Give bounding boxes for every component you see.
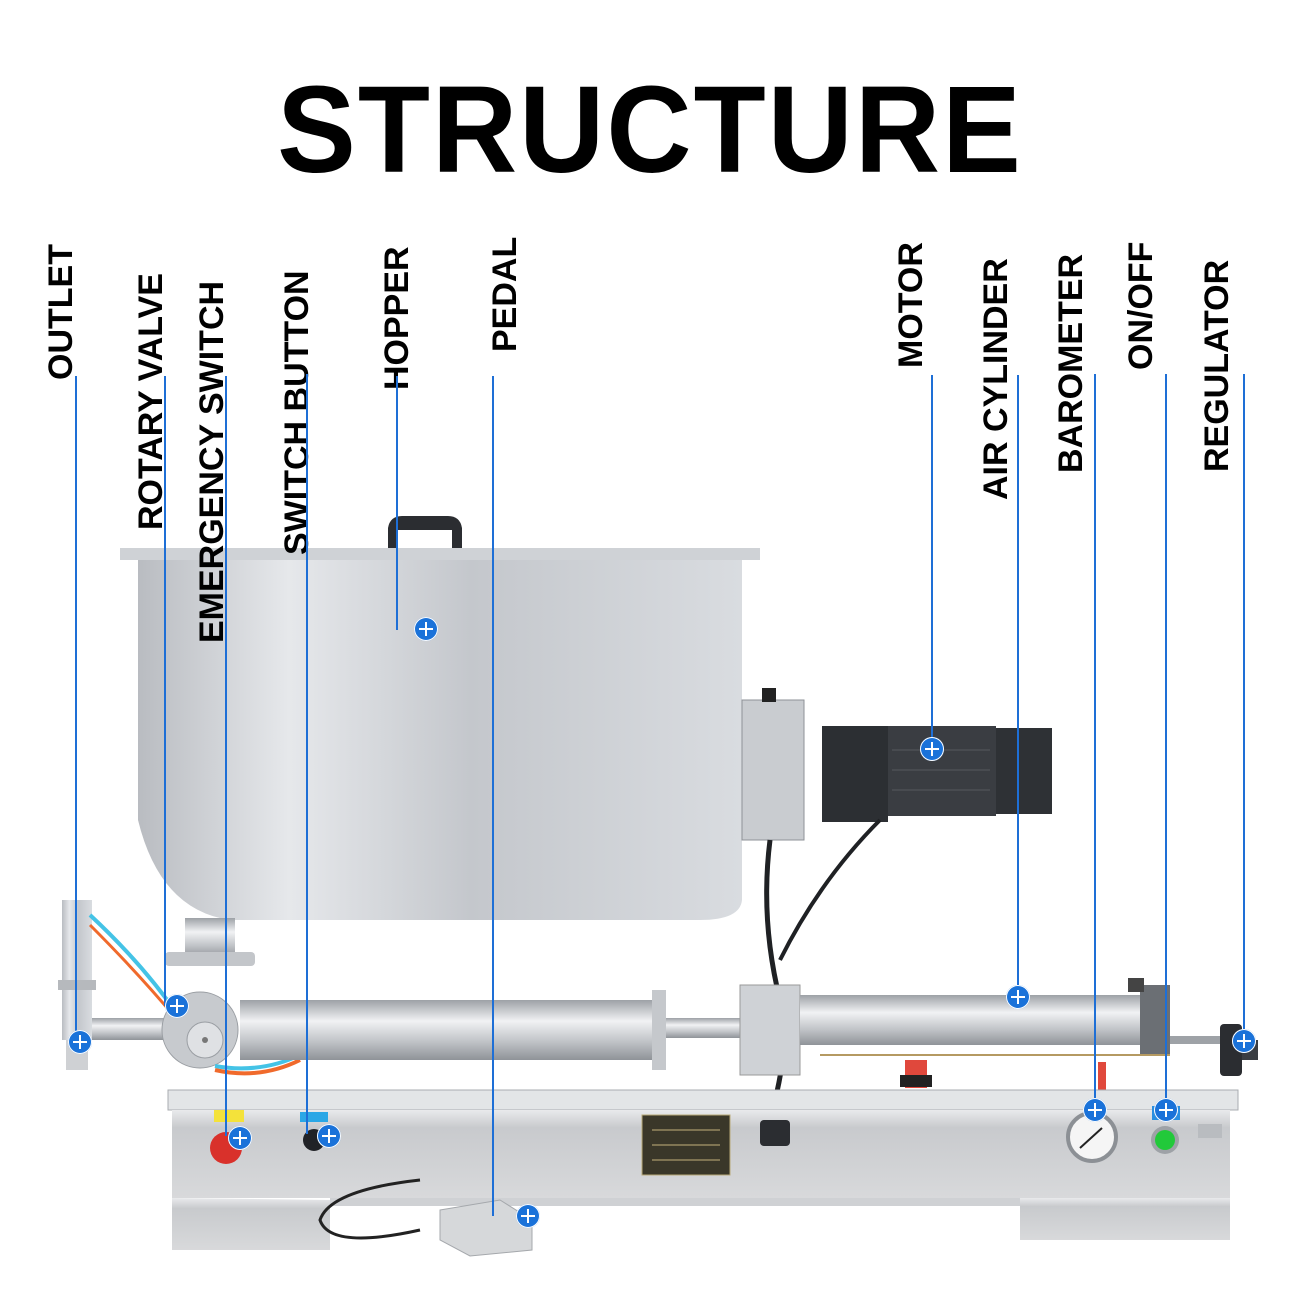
hopper-body	[138, 560, 742, 920]
power-button	[1155, 1130, 1175, 1150]
control-box	[741, 699, 805, 841]
hotspot-plus-icon[interactable]	[228, 1126, 252, 1150]
leader-line	[164, 376, 166, 1006]
leader-line	[931, 375, 933, 749]
callout-label-pedal: PEDAL	[486, 236, 524, 352]
callout-label-hopper: HOPPER	[378, 246, 416, 390]
hotspot-plus-icon[interactable]	[165, 994, 189, 1018]
leader-line	[492, 376, 494, 1216]
hotspot-plus-icon[interactable]	[920, 737, 944, 761]
hotspot-plus-icon[interactable]	[317, 1124, 341, 1148]
callout-label-barometer: BAROMETER	[1052, 253, 1090, 473]
hopper-lid	[120, 548, 760, 560]
hotspot-plus-icon[interactable]	[68, 1030, 92, 1054]
callout-label-emergency-switch: EMERGENCY SWITCH	[193, 280, 231, 643]
machine-base-top	[167, 1089, 1239, 1111]
callout-label-motor: MOTOR	[892, 242, 930, 368]
callout-label-air-cylinder: AIR CYLINDER	[977, 258, 1015, 500]
hotspot-plus-icon[interactable]	[1083, 1098, 1107, 1122]
leader-line	[1017, 375, 1019, 997]
motor-body	[888, 726, 996, 816]
callout-label-rotary-valve: ROTARY VALVE	[132, 273, 170, 530]
leader-line	[75, 376, 77, 1041]
leader-line	[225, 376, 227, 1136]
leader-line	[1165, 374, 1167, 1110]
callout-label-on-off: ON/OFF	[1122, 241, 1160, 370]
hotspot-plus-icon[interactable]	[414, 617, 438, 641]
leader-line	[396, 376, 398, 630]
leader-line	[306, 374, 308, 1134]
callout-label-switch-button: SWITCH BUTTON	[278, 270, 316, 555]
leader-line	[1094, 374, 1096, 1110]
leader-line	[1243, 374, 1245, 1040]
hotspot-plus-icon[interactable]	[1154, 1098, 1178, 1122]
diagram-title: STRUCTURE	[277, 60, 1023, 200]
hotspot-plus-icon[interactable]	[1006, 985, 1030, 1009]
motor-gearbox	[822, 726, 888, 822]
foot-pedal	[439, 1199, 533, 1257]
air-cylinder-body	[800, 995, 1140, 1045]
callout-label-outlet: OUTLET	[42, 244, 80, 380]
hotspot-plus-icon[interactable]	[516, 1204, 540, 1228]
hopper-handle	[388, 516, 462, 548]
callout-label-regulator: REGULATOR	[1198, 259, 1236, 472]
hotspot-plus-icon[interactable]	[1232, 1029, 1256, 1053]
filling-cylinder	[240, 1000, 660, 1060]
